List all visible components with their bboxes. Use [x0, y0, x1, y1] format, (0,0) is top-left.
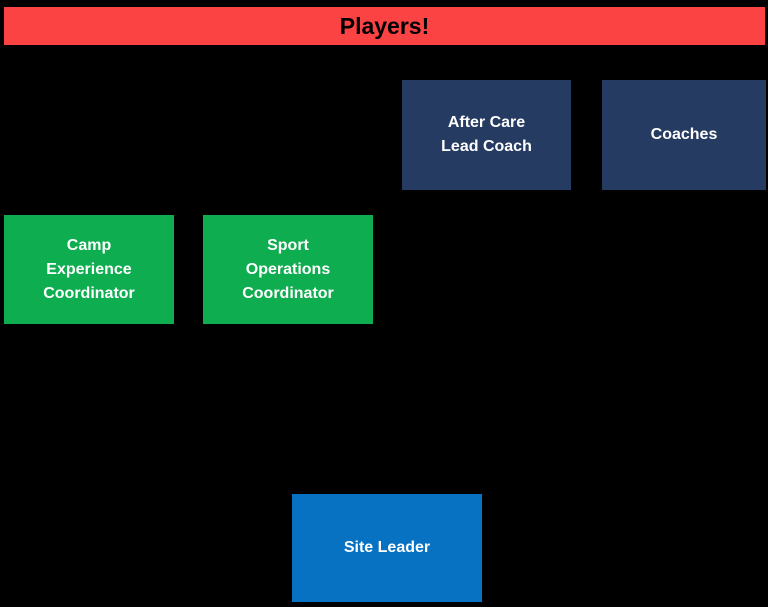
- node-sport-operations-coordinator: Sport Operations Coordinator: [203, 215, 373, 324]
- node-after-care-lead-coach: After Care Lead Coach: [402, 80, 571, 190]
- node-camp-experience-coordinator: Camp Experience Coordinator: [4, 215, 174, 324]
- node-site-leader: Site Leader: [292, 494, 482, 602]
- node-coaches: Coaches: [602, 80, 766, 190]
- players-banner: Players!: [4, 7, 765, 45]
